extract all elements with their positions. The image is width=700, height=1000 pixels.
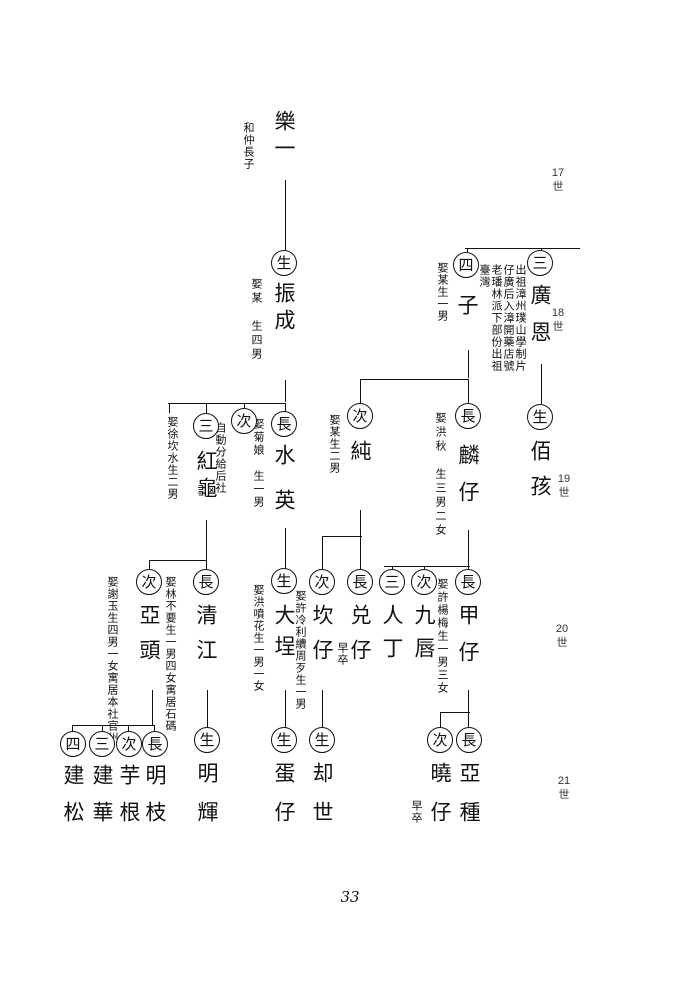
rank-badge-jia-zai: 長: [455, 569, 481, 595]
rank-badge-bo-hai: 生: [527, 404, 553, 430]
rank-badge-ya-tou: 次: [136, 569, 162, 595]
person-name-bo-hai: 佰孩: [528, 440, 552, 510]
person-name-le-yi: 樂一: [272, 110, 296, 164]
person-name-kan-zai: 坎仔: [310, 604, 334, 674]
person-name-dan-zai: 蛋仔: [272, 762, 296, 840]
person-name-guang-en: 廣恩: [528, 284, 552, 358]
rank-badge-jian-song: 四: [60, 731, 86, 757]
person-name-qing-jiang: 清江: [194, 604, 218, 674]
rank-badge-qing-jiang: 長: [193, 569, 219, 595]
person-name-shui-ying: 水英: [272, 444, 296, 534]
person-name-hong-gui: 紅龜: [194, 450, 218, 504]
person-name-ya-zhong: 亞種: [457, 762, 481, 840]
person-note-jia-zai: 娶許楊梅生一男三女: [436, 578, 449, 695]
person-name-xiao-zai: 曉仔: [428, 762, 452, 840]
person-note-shui-ying: 娶菊娘 生一男: [252, 418, 265, 509]
rank-badge-que-shi: 生: [309, 727, 335, 753]
rank-badge-ming-hui: 生: [194, 727, 220, 753]
person-note-qing-jiang: 娶林不要生一男四女寓居石碼: [164, 576, 177, 732]
rank-badge-da-cheng: 生: [271, 568, 297, 594]
rank-badge-jiu-chun: 次: [411, 569, 437, 595]
rank-badge-zhen-cheng: 生: [271, 250, 297, 276]
rank-badge-guang-en: 三: [527, 250, 553, 276]
person-name-jian-hua: 建華: [90, 764, 114, 838]
person-note-hong-gui: 娶徐坎水生二男: [166, 416, 179, 500]
person-name-jian-song: 建松: [61, 764, 85, 838]
rank-badge-ci-19: 次: [231, 408, 257, 434]
rank-badge-kan-zai: 次: [309, 569, 335, 595]
person-name-da-cheng: 大埕: [272, 604, 296, 666]
person-name-ming-zhi: 明枝: [143, 764, 167, 838]
rank-badge-xiao-zai: 次: [427, 727, 453, 753]
person-name-ming-hui: 明輝: [195, 762, 219, 840]
person-name-dui-zai: 兑仔: [348, 604, 372, 674]
person-note-dui-zai: 早卒: [336, 642, 349, 666]
person-note-zhen-cheng: 娶某 生四男: [250, 278, 263, 362]
person-name-jiu-chun: 九唇: [412, 604, 436, 670]
person-note-da-cheng: 娶洪噴花生一男一女: [252, 584, 265, 692]
rank-badge-jian-hua: 三: [89, 731, 115, 757]
person-note-xiao-zai: 早卒: [410, 800, 423, 824]
rank-badge-dui-zai: 長: [347, 569, 373, 595]
rank-badge-ya-zhong: 長: [456, 727, 482, 753]
rank-badge-shui-ying: 長: [271, 411, 297, 437]
rank-badge-ren-ding: 三: [379, 569, 405, 595]
page-number: 33: [340, 888, 360, 906]
person-note-guang-en: 出祖漳州璞山學制片仔廣后入漳開藥店號老璠林派下部份出祖臺灣: [478, 264, 527, 372]
person-name-chun: 純: [348, 440, 372, 467]
rank-badge-dan-zai: 生: [271, 727, 297, 753]
rank-badge-si-zi: 四: [453, 252, 479, 278]
person-name-si-zi: 子: [455, 294, 479, 321]
person-note-le-yi: 和仲長子: [242, 122, 255, 170]
person-note-ya-tou: 娶謝玉生四男一女寓居本社官州: [106, 576, 119, 744]
person-name-que-shi: 却世: [310, 762, 334, 840]
rank-badge-hong-gui: 三: [193, 413, 219, 439]
rank-badge-chun: 次: [347, 403, 373, 429]
person-note-chun: 娶某生二男: [328, 414, 341, 474]
person-note-kan-zai: 娶許冷利續周歹生一男: [294, 590, 307, 710]
person-name-zhen-cheng: 振成: [272, 282, 296, 336]
person-note-si-zi: 娶某生一男: [436, 262, 449, 322]
person-note-ci-19: 自動分給后社: [214, 422, 227, 494]
rank-badge-ming-zhi: 長: [142, 731, 168, 757]
rank-badge-lin-zai: 長: [455, 403, 481, 429]
rank-badge-yu-gen: 次: [116, 731, 142, 757]
person-name-yu-gen: 芋根: [117, 764, 141, 838]
person-name-jia-zai: 甲仔: [456, 604, 480, 678]
person-note-lin-zai: 娶洪秋 生三男二女: [434, 412, 447, 538]
person-name-ren-ding: 人丁: [380, 604, 404, 670]
person-name-ya-tou: 亞頭: [137, 604, 161, 674]
person-name-lin-zai: 麟仔: [456, 444, 480, 518]
